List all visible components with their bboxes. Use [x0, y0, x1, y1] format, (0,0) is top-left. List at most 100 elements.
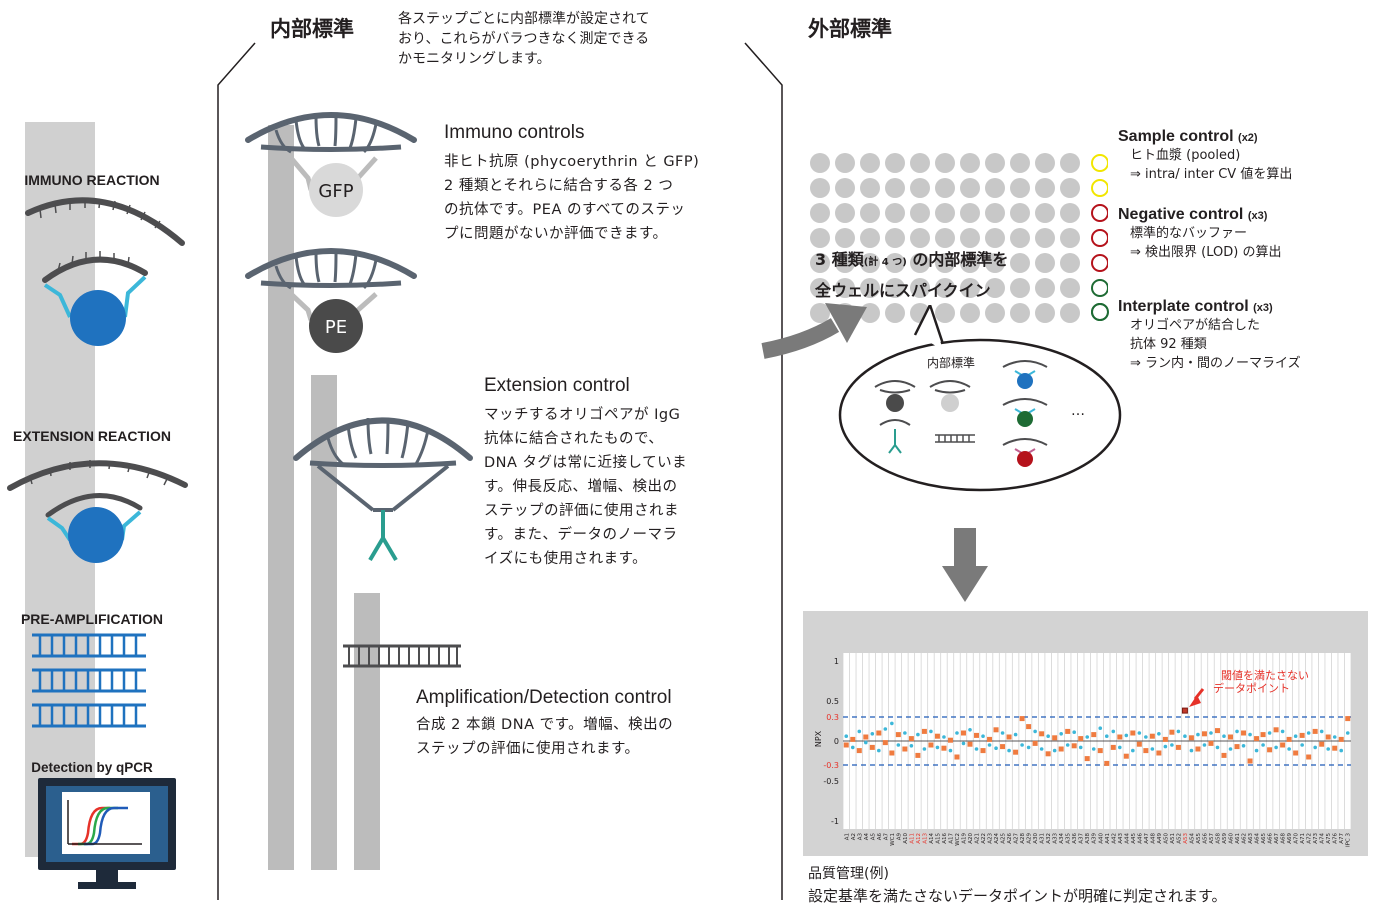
- data-point-blue: [1222, 734, 1226, 738]
- qc-caption-body: 設定基準を満たさないデータポイントが明確に判定されます。: [808, 887, 1227, 905]
- immuno-body-line: の抗体です。PEA のすべてのステッ: [444, 202, 686, 218]
- data-point-orange: [1143, 748, 1149, 754]
- x-tick-label: A22: [981, 833, 987, 844]
- data-point-orange: [1325, 734, 1331, 740]
- data-point-orange: [960, 730, 966, 736]
- data-point-blue: [1137, 731, 1142, 735]
- interplate-control-legend: Interplate control (x3) オリゴペアが結合した 抗体 92…: [1118, 298, 1301, 373]
- extension-control-text: Extension control マッチするオリゴペアが IgG 抗体に結合さ…: [484, 375, 774, 571]
- data-point-orange: [863, 734, 869, 740]
- plate-well: [860, 278, 880, 298]
- amplification-body-line: ステップの評価に使用されます。: [416, 741, 640, 757]
- data-point-orange: [1280, 742, 1286, 748]
- data-point-orange: [934, 733, 940, 739]
- x-tick-label: A77: [1339, 833, 1345, 844]
- negative-control-line: ⇒ 検出限界 (LOD) の算出: [1130, 245, 1282, 260]
- x-tick-label: A44: [1124, 833, 1130, 844]
- x-tick-label: A15: [935, 833, 941, 844]
- data-point-blue: [1287, 747, 1291, 751]
- x-tick-label: A55: [1196, 833, 1202, 844]
- data-point-blue: [1345, 731, 1350, 735]
- plate-well: [835, 253, 855, 273]
- data-point-orange: [1201, 731, 1207, 737]
- data-point-blue: [883, 727, 888, 731]
- x-tick-label: A41: [1105, 833, 1111, 844]
- x-tick-label: A28: [1020, 833, 1026, 844]
- data-point-blue: [1196, 732, 1200, 737]
- x-tick-label: A25: [1001, 833, 1007, 844]
- spike-text-line2: 全ウェルにスパイクイン: [815, 281, 991, 300]
- bubble-ellipsis: …: [1071, 403, 1085, 419]
- plate-well: [910, 228, 930, 248]
- data-point-orange: [1110, 744, 1116, 750]
- data-point-orange: [876, 730, 882, 736]
- x-tick-label: A56: [1202, 833, 1208, 844]
- plate-well: [835, 278, 855, 298]
- data-point-blue: [1020, 743, 1024, 747]
- data-point-blue: [877, 748, 881, 753]
- sample-control-legend: Sample control (x2) ヒト血漿 (pooled) ⇒ intr…: [1118, 128, 1292, 184]
- plate-well: [835, 153, 855, 173]
- x-tick-label: A37: [1079, 833, 1085, 844]
- x-tick-label: A48: [1150, 833, 1156, 844]
- amplification-control-text: Amplification/Detection control 合成 2 本鎖 …: [416, 687, 766, 761]
- x-tick-label: A4: [864, 833, 870, 841]
- data-point-blue: [948, 748, 953, 753]
- data-point-blue: [1274, 745, 1278, 750]
- x-tick-label: A3: [857, 833, 863, 841]
- data-point-blue: [1007, 748, 1011, 753]
- data-point-orange: [1117, 734, 1123, 740]
- data-point-orange: [856, 748, 862, 754]
- data-point-orange: [1286, 736, 1292, 742]
- data-point-orange: [980, 748, 986, 754]
- data-point-orange: [908, 736, 914, 742]
- extension-body-line: 抗体に結合されたもので、: [484, 431, 664, 447]
- data-point-orange: [1130, 730, 1136, 736]
- data-point-blue: [981, 734, 985, 738]
- stage-column: [25, 122, 95, 857]
- x-tick-label: A46: [1137, 833, 1143, 844]
- data-point-orange: [928, 742, 934, 748]
- data-point-blue: [1228, 747, 1233, 751]
- plate-well: [960, 178, 980, 198]
- data-point-orange: [1234, 744, 1240, 750]
- data-point-blue: [1267, 731, 1272, 735]
- data-point-orange: [882, 740, 888, 746]
- data-point-blue: [1300, 743, 1304, 747]
- x-tick-label: A33: [1053, 833, 1059, 844]
- data-point-orange: [1345, 716, 1351, 722]
- x-tick-label: IPC 3: [1346, 833, 1352, 848]
- gfp-label: GFP: [318, 181, 353, 202]
- data-point-orange: [1052, 735, 1058, 741]
- plate-well: [885, 153, 905, 173]
- plate-well: [810, 228, 830, 248]
- plate-well: [885, 278, 905, 298]
- data-point-orange: [947, 737, 953, 743]
- data-point-orange: [993, 727, 999, 733]
- spike-in-text: 3 種類(計 4 つ) の内部標準を 全ウェルにスパイクイン: [815, 246, 1008, 305]
- data-point-blue: [1209, 731, 1213, 735]
- interplate-control-count: (x3): [1253, 302, 1273, 314]
- plate-well: [885, 253, 905, 273]
- data-point-blue: [1332, 735, 1337, 739]
- x-tick-label: A23: [988, 833, 994, 844]
- data-point-orange: [843, 742, 849, 748]
- internal-bracket-frame: [217, 42, 783, 900]
- data-point-orange: [1084, 756, 1090, 762]
- data-point-orange: [1195, 746, 1201, 752]
- data-point-blue: [896, 743, 901, 747]
- data-point-orange: [1026, 724, 1032, 730]
- data-point-blue: [961, 741, 966, 746]
- data-point-orange: [1065, 728, 1071, 734]
- data-point-blue: [1052, 748, 1057, 753]
- y-tick-label: -1: [831, 817, 839, 826]
- data-point-orange: [1260, 732, 1266, 738]
- x-tick-label: A36: [1072, 833, 1078, 844]
- x-tick-label: A34: [1059, 833, 1065, 844]
- x-tick-label: A38: [1085, 833, 1091, 844]
- data-point-orange: [921, 728, 927, 734]
- plate-well: [985, 153, 1005, 173]
- plate-well: [835, 178, 855, 198]
- data-point-blue: [1131, 748, 1135, 753]
- x-tick-label: A17: [948, 833, 954, 844]
